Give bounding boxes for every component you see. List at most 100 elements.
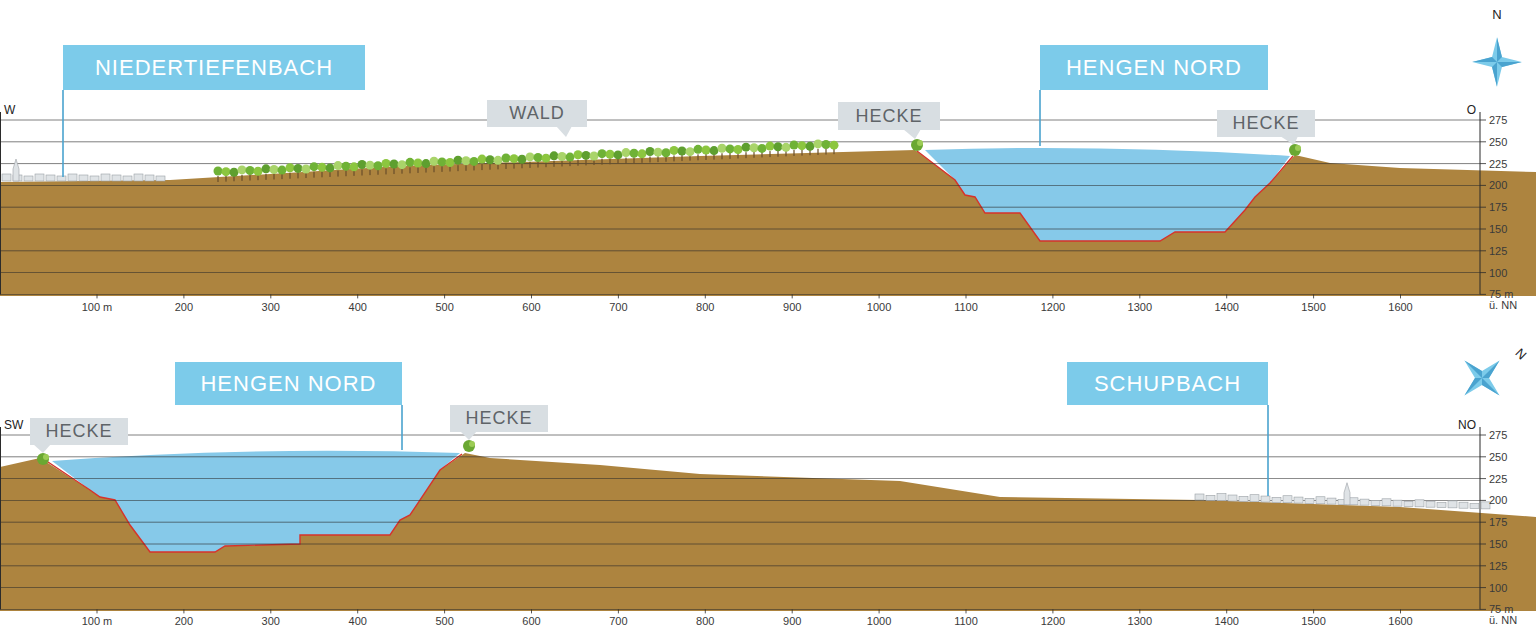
house xyxy=(1393,500,1402,506)
house xyxy=(68,174,77,181)
elevation-label: 200 xyxy=(1489,495,1507,506)
label-text: HECKE xyxy=(1232,113,1299,134)
axis-tick xyxy=(1480,207,1486,208)
pit-outline xyxy=(45,454,462,552)
feature-label: HECKE xyxy=(30,418,128,445)
elevation-label: 250 xyxy=(1489,136,1507,147)
house xyxy=(35,174,44,181)
tree-trunk xyxy=(241,175,242,181)
church xyxy=(1344,483,1350,505)
axis-tick xyxy=(705,294,706,298)
distance-label: 100 m xyxy=(82,302,113,313)
axis-tick xyxy=(1400,609,1401,613)
tree xyxy=(758,144,767,153)
axis-tick xyxy=(879,609,880,613)
distance-label: 800 xyxy=(696,616,714,627)
tree xyxy=(598,149,607,158)
grid-line xyxy=(0,522,1480,523)
elevation-label: 100 xyxy=(1489,267,1507,278)
house xyxy=(1228,495,1237,501)
tree-trunk xyxy=(529,162,530,168)
tree xyxy=(550,151,559,160)
tree xyxy=(726,144,735,153)
tree xyxy=(766,142,775,151)
distance-label: 1600 xyxy=(1388,616,1412,627)
house xyxy=(1448,501,1457,508)
axis-tick xyxy=(618,294,619,298)
tree-trunk xyxy=(705,154,706,160)
house xyxy=(1239,496,1248,501)
axis-tick xyxy=(97,294,98,298)
tree xyxy=(406,158,415,167)
tree-trunk xyxy=(753,152,754,158)
axis-tick xyxy=(966,609,967,613)
tree xyxy=(670,146,679,155)
leader-lines xyxy=(63,90,1268,496)
axis-tick xyxy=(1226,609,1227,613)
elevation-label: 250 xyxy=(1489,451,1507,462)
tree xyxy=(238,165,247,174)
tree xyxy=(246,166,255,175)
house xyxy=(1382,499,1391,506)
house xyxy=(1206,495,1215,500)
house xyxy=(1371,500,1380,505)
elevation-label: 150 xyxy=(1489,224,1507,235)
tree-trunk xyxy=(505,163,506,169)
tree-trunk xyxy=(601,159,602,165)
label-text: HENGEN NORD xyxy=(200,371,376,397)
tree xyxy=(678,147,687,156)
grid-line xyxy=(0,544,1480,545)
elevation-label: 175 xyxy=(1489,202,1507,213)
tree-trunk xyxy=(633,157,634,163)
axis-tick xyxy=(1480,120,1486,121)
tree-trunk xyxy=(769,151,770,157)
tree-trunk xyxy=(801,150,802,156)
axis-tick xyxy=(1480,250,1486,251)
tree-trunk xyxy=(385,168,386,174)
tree-trunk xyxy=(745,152,746,158)
elevation-label: 225 xyxy=(1489,158,1507,169)
label-text: HECKE xyxy=(465,408,532,429)
tree xyxy=(750,143,759,152)
tree xyxy=(270,165,279,174)
axis-tick xyxy=(1480,185,1486,186)
axis-tick xyxy=(270,609,271,613)
axis-tick xyxy=(357,294,358,298)
axis-tick xyxy=(1052,609,1053,613)
grid-line xyxy=(0,229,1480,230)
axis-tick xyxy=(792,609,793,613)
tree xyxy=(366,161,375,170)
tree xyxy=(462,156,471,165)
house xyxy=(123,176,132,181)
elevation-label: 175 xyxy=(1489,517,1507,528)
tree-trunk xyxy=(225,176,226,182)
tree xyxy=(254,167,263,176)
grid-line xyxy=(0,435,1480,436)
axis-tick xyxy=(1480,587,1486,588)
tree xyxy=(806,142,815,151)
axis-tick xyxy=(1480,294,1486,295)
grid-line xyxy=(0,587,1480,588)
tree xyxy=(526,152,535,161)
tree xyxy=(382,159,391,168)
house xyxy=(24,176,33,181)
axis-tick xyxy=(1052,294,1053,298)
elevation-label: 75 m xyxy=(1489,604,1513,615)
house xyxy=(1470,504,1479,509)
tree-trunk xyxy=(609,158,610,164)
tree-trunk xyxy=(585,159,586,165)
tree-trunk xyxy=(345,170,346,176)
tree-trunk xyxy=(721,153,722,159)
tree xyxy=(502,153,511,162)
distance-label: 1500 xyxy=(1301,302,1325,313)
tree xyxy=(486,155,495,164)
axis-line xyxy=(0,427,1,609)
tree xyxy=(518,155,527,164)
house xyxy=(1250,495,1259,502)
tree-trunk xyxy=(409,167,410,173)
axis-tick xyxy=(531,609,532,613)
axis-tick xyxy=(1480,478,1486,479)
house xyxy=(79,175,88,181)
house xyxy=(1305,498,1314,503)
tree-trunk xyxy=(273,173,274,179)
